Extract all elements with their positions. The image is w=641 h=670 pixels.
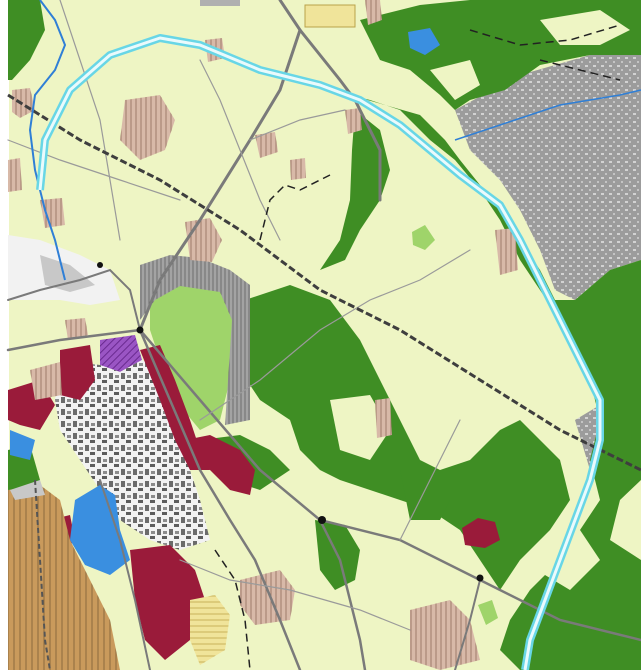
forest-mid-north[interactable] xyxy=(320,110,390,270)
boundary-line-4 xyxy=(539,59,621,81)
road-local-1[interactable] xyxy=(199,249,471,421)
clearing-2 xyxy=(470,315,510,360)
park-small-2[interactable] xyxy=(478,600,498,625)
map-left-margin xyxy=(0,0,9,670)
boundary-line-1 xyxy=(259,174,331,241)
urban-grey-southwest[interactable] xyxy=(10,480,45,500)
village-13[interactable] xyxy=(65,318,88,340)
clearing-7 xyxy=(430,60,480,100)
special-use-area[interactable] xyxy=(100,335,142,372)
forest-central[interactable] xyxy=(350,95,641,670)
road-southeast-loop[interactable] xyxy=(318,518,367,670)
junction-west[interactable] xyxy=(97,262,103,268)
village-1[interactable] xyxy=(120,95,175,160)
village-16[interactable] xyxy=(290,158,306,180)
village-8[interactable] xyxy=(375,398,392,438)
road-east-link[interactable] xyxy=(138,328,641,642)
forest-island-2[interactable] xyxy=(400,470,450,520)
junction-south[interactable] xyxy=(476,574,484,582)
road-network[interactable] xyxy=(6,0,641,670)
river[interactable] xyxy=(28,0,67,281)
industrial-plot-southeast[interactable] xyxy=(462,518,500,548)
lake-southwest[interactable] xyxy=(70,485,130,575)
sand-area[interactable] xyxy=(190,595,230,665)
boundary-line-3 xyxy=(214,549,251,670)
industrial-zone-north[interactable] xyxy=(60,345,95,400)
railway-main[interactable] xyxy=(7,93,641,472)
road-west-to-town[interactable] xyxy=(6,328,142,352)
forest-west-block[interactable] xyxy=(240,285,570,590)
village-7[interactable] xyxy=(345,108,362,134)
village-14[interactable] xyxy=(8,158,22,192)
road-south-town[interactable] xyxy=(99,479,151,670)
road-diagonal-main[interactable] xyxy=(138,28,302,332)
park-green[interactable] xyxy=(150,285,235,430)
urban-area-west-grey[interactable] xyxy=(40,255,95,292)
forest-left-strip[interactable] xyxy=(8,445,40,495)
village-4[interactable] xyxy=(365,0,382,25)
railway-secondary[interactable] xyxy=(34,479,51,670)
orchard-area[interactable] xyxy=(8,485,120,670)
village-12[interactable] xyxy=(30,362,62,400)
road-local-7[interactable] xyxy=(59,0,121,241)
road-junctions xyxy=(97,262,484,582)
road-local-4[interactable] xyxy=(399,419,461,541)
clearing-3 xyxy=(330,395,390,460)
pond-west[interactable] xyxy=(10,430,35,460)
boundary-line-2 xyxy=(469,24,621,46)
infrastructure-area[interactable] xyxy=(140,255,250,425)
park-small-1[interactable] xyxy=(412,225,435,250)
lake-north[interactable] xyxy=(408,28,440,55)
village-6[interactable] xyxy=(255,132,278,158)
road-local-6[interactable] xyxy=(7,139,181,201)
planning-boundaries xyxy=(214,24,621,670)
village-10[interactable] xyxy=(410,600,480,670)
yellow-plot-north[interactable] xyxy=(304,4,356,28)
clearing-6 xyxy=(540,10,630,45)
road-local-3[interactable] xyxy=(179,559,411,631)
industrial-zone-central[interactable] xyxy=(185,435,255,495)
village-3[interactable] xyxy=(12,88,35,118)
village-15[interactable] xyxy=(40,198,65,228)
road-south-main[interactable] xyxy=(454,579,481,670)
pipeline-corridor-center xyxy=(38,36,602,670)
clearing-4 xyxy=(520,350,570,405)
urban-area-east[interactable] xyxy=(455,55,641,300)
road-local-2[interactable] xyxy=(249,109,346,141)
river-branch-east[interactable] xyxy=(454,89,641,141)
road-west-bypass[interactable] xyxy=(7,268,141,331)
grey-block-north[interactable] xyxy=(200,0,240,6)
forest-left-top[interactable] xyxy=(8,0,45,80)
junction-east[interactable] xyxy=(318,516,326,524)
village-9[interactable] xyxy=(495,228,518,275)
industrial-zone-south[interactable] xyxy=(130,545,205,660)
road-town-south[interactable] xyxy=(138,328,302,670)
junction-town[interactable] xyxy=(136,326,144,334)
